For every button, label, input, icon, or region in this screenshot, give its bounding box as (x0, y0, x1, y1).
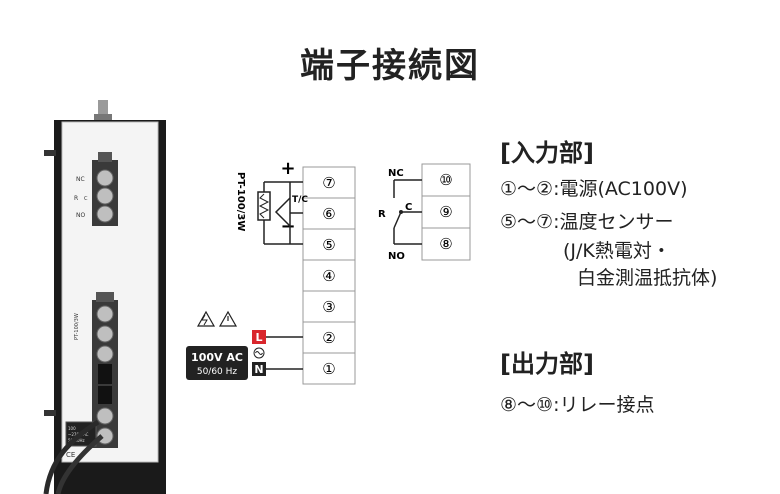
upper-screw-1 (96, 169, 114, 187)
terminal-3-box (302, 290, 356, 323)
tc-label: T/C (292, 195, 308, 205)
terminal-6-label: ⑥ (322, 205, 335, 223)
device-label-no: NO (76, 212, 85, 219)
power-frequency: 50/60 Hz (197, 367, 238, 377)
electric-warning-icon (196, 310, 216, 327)
main-terminal-strip: ⑦ ⑥ ⑤ ④ ③ ② ① (302, 166, 356, 385)
ac-wave-icon (255, 351, 263, 355)
upper-screw-3 (96, 205, 114, 223)
device-side-clip-bottom (44, 410, 56, 416)
power-spec-badge (186, 346, 248, 380)
terminal-8-label: ⑧ (439, 235, 452, 253)
device-top-knob (98, 100, 108, 120)
lower-screw-2 (96, 407, 114, 425)
relay-switch-arm-icon (393, 211, 402, 229)
power-cable-1 (43, 419, 100, 494)
terminal-2-box (302, 321, 356, 354)
sensor-plus-sign: + (280, 158, 295, 179)
power-voltage: 100V AC (191, 351, 243, 364)
lower-slot-4 (98, 364, 112, 384)
rtd-label: PT-100/3W (235, 172, 246, 231)
terminal-4-label: ④ (322, 267, 335, 285)
neutral-badge (252, 362, 266, 376)
lower-block-cap (96, 292, 114, 302)
lower-slot-3 (98, 386, 112, 404)
terminal-2-label: ② (322, 329, 335, 347)
input-line-sensor: ⑤～⑦:温度センサー (500, 211, 674, 233)
terminal-3-label: ③ (322, 298, 335, 316)
lightning-icon (201, 314, 208, 326)
upper-screw-2 (96, 187, 114, 205)
device-knob-base (94, 114, 112, 122)
page-title: 端子接続図 (300, 46, 480, 86)
terminal-5-box (302, 228, 356, 261)
caution-warning-icon (218, 310, 238, 327)
relay-r-label: R (378, 209, 386, 220)
relay-terminal-diagram: ⑩ ⑨ ⑧ NC NO R C (378, 163, 471, 262)
terminal-1-label: ① (322, 360, 335, 378)
device-side-clip-top (44, 150, 56, 156)
terminal-7-label: ⑦ (322, 174, 335, 192)
output-line-relay: ⑧～⑩:リレー接点 (500, 394, 655, 416)
lower-screw-5 (96, 345, 114, 363)
relay-c-label: C (405, 202, 412, 213)
relay-nc-label: NC (388, 168, 404, 179)
input-line-sensor-types-2: 白金測温抵抗体) (577, 267, 718, 289)
terminal-6-box (302, 197, 356, 230)
device-label-r: R (74, 195, 78, 202)
lower-screw-7 (96, 305, 114, 323)
device-label-nc: NC (76, 176, 85, 183)
device-label-c: C (84, 196, 88, 202)
lower-screw-6 (96, 325, 114, 343)
live-badge (252, 330, 266, 344)
relay-no-label: NO (388, 251, 405, 262)
rtd-zigzag-icon (258, 193, 270, 219)
live-label: L (255, 331, 262, 344)
device-photo: NC R C NO PT-100/3W 100 ~270V AC 50/60Hz… (43, 100, 166, 494)
device-sticker-line1: 100 (68, 426, 76, 431)
thermocouple-icon (274, 197, 291, 227)
terminal-1-box (302, 352, 356, 385)
terminal-5-label: ⑤ (322, 236, 335, 254)
power-cable-2 (55, 434, 104, 494)
terminal-7-box (302, 166, 356, 199)
upper-block-cap (98, 152, 112, 162)
input-line-power: ①～②:電源(AC100V) (500, 178, 688, 200)
terminal-4-box (302, 259, 356, 292)
neutral-label: N (254, 363, 263, 376)
terminal-9-label: ⑨ (439, 203, 452, 221)
terminal-10-label: ⑩ (439, 171, 452, 189)
input-section-heading: [入力部] (500, 139, 594, 167)
main-terminal-diagram: ⑦ ⑥ ⑤ ④ ③ ② ① + − T/C PT-100/3W (186, 158, 356, 385)
device-label-rtd: PT-100/3W (74, 313, 80, 340)
output-section-heading: [出力部] (500, 350, 594, 378)
device-ce-mark: CE (66, 451, 75, 459)
input-line-sensor-types: (J/K熱電対・ (563, 240, 671, 262)
